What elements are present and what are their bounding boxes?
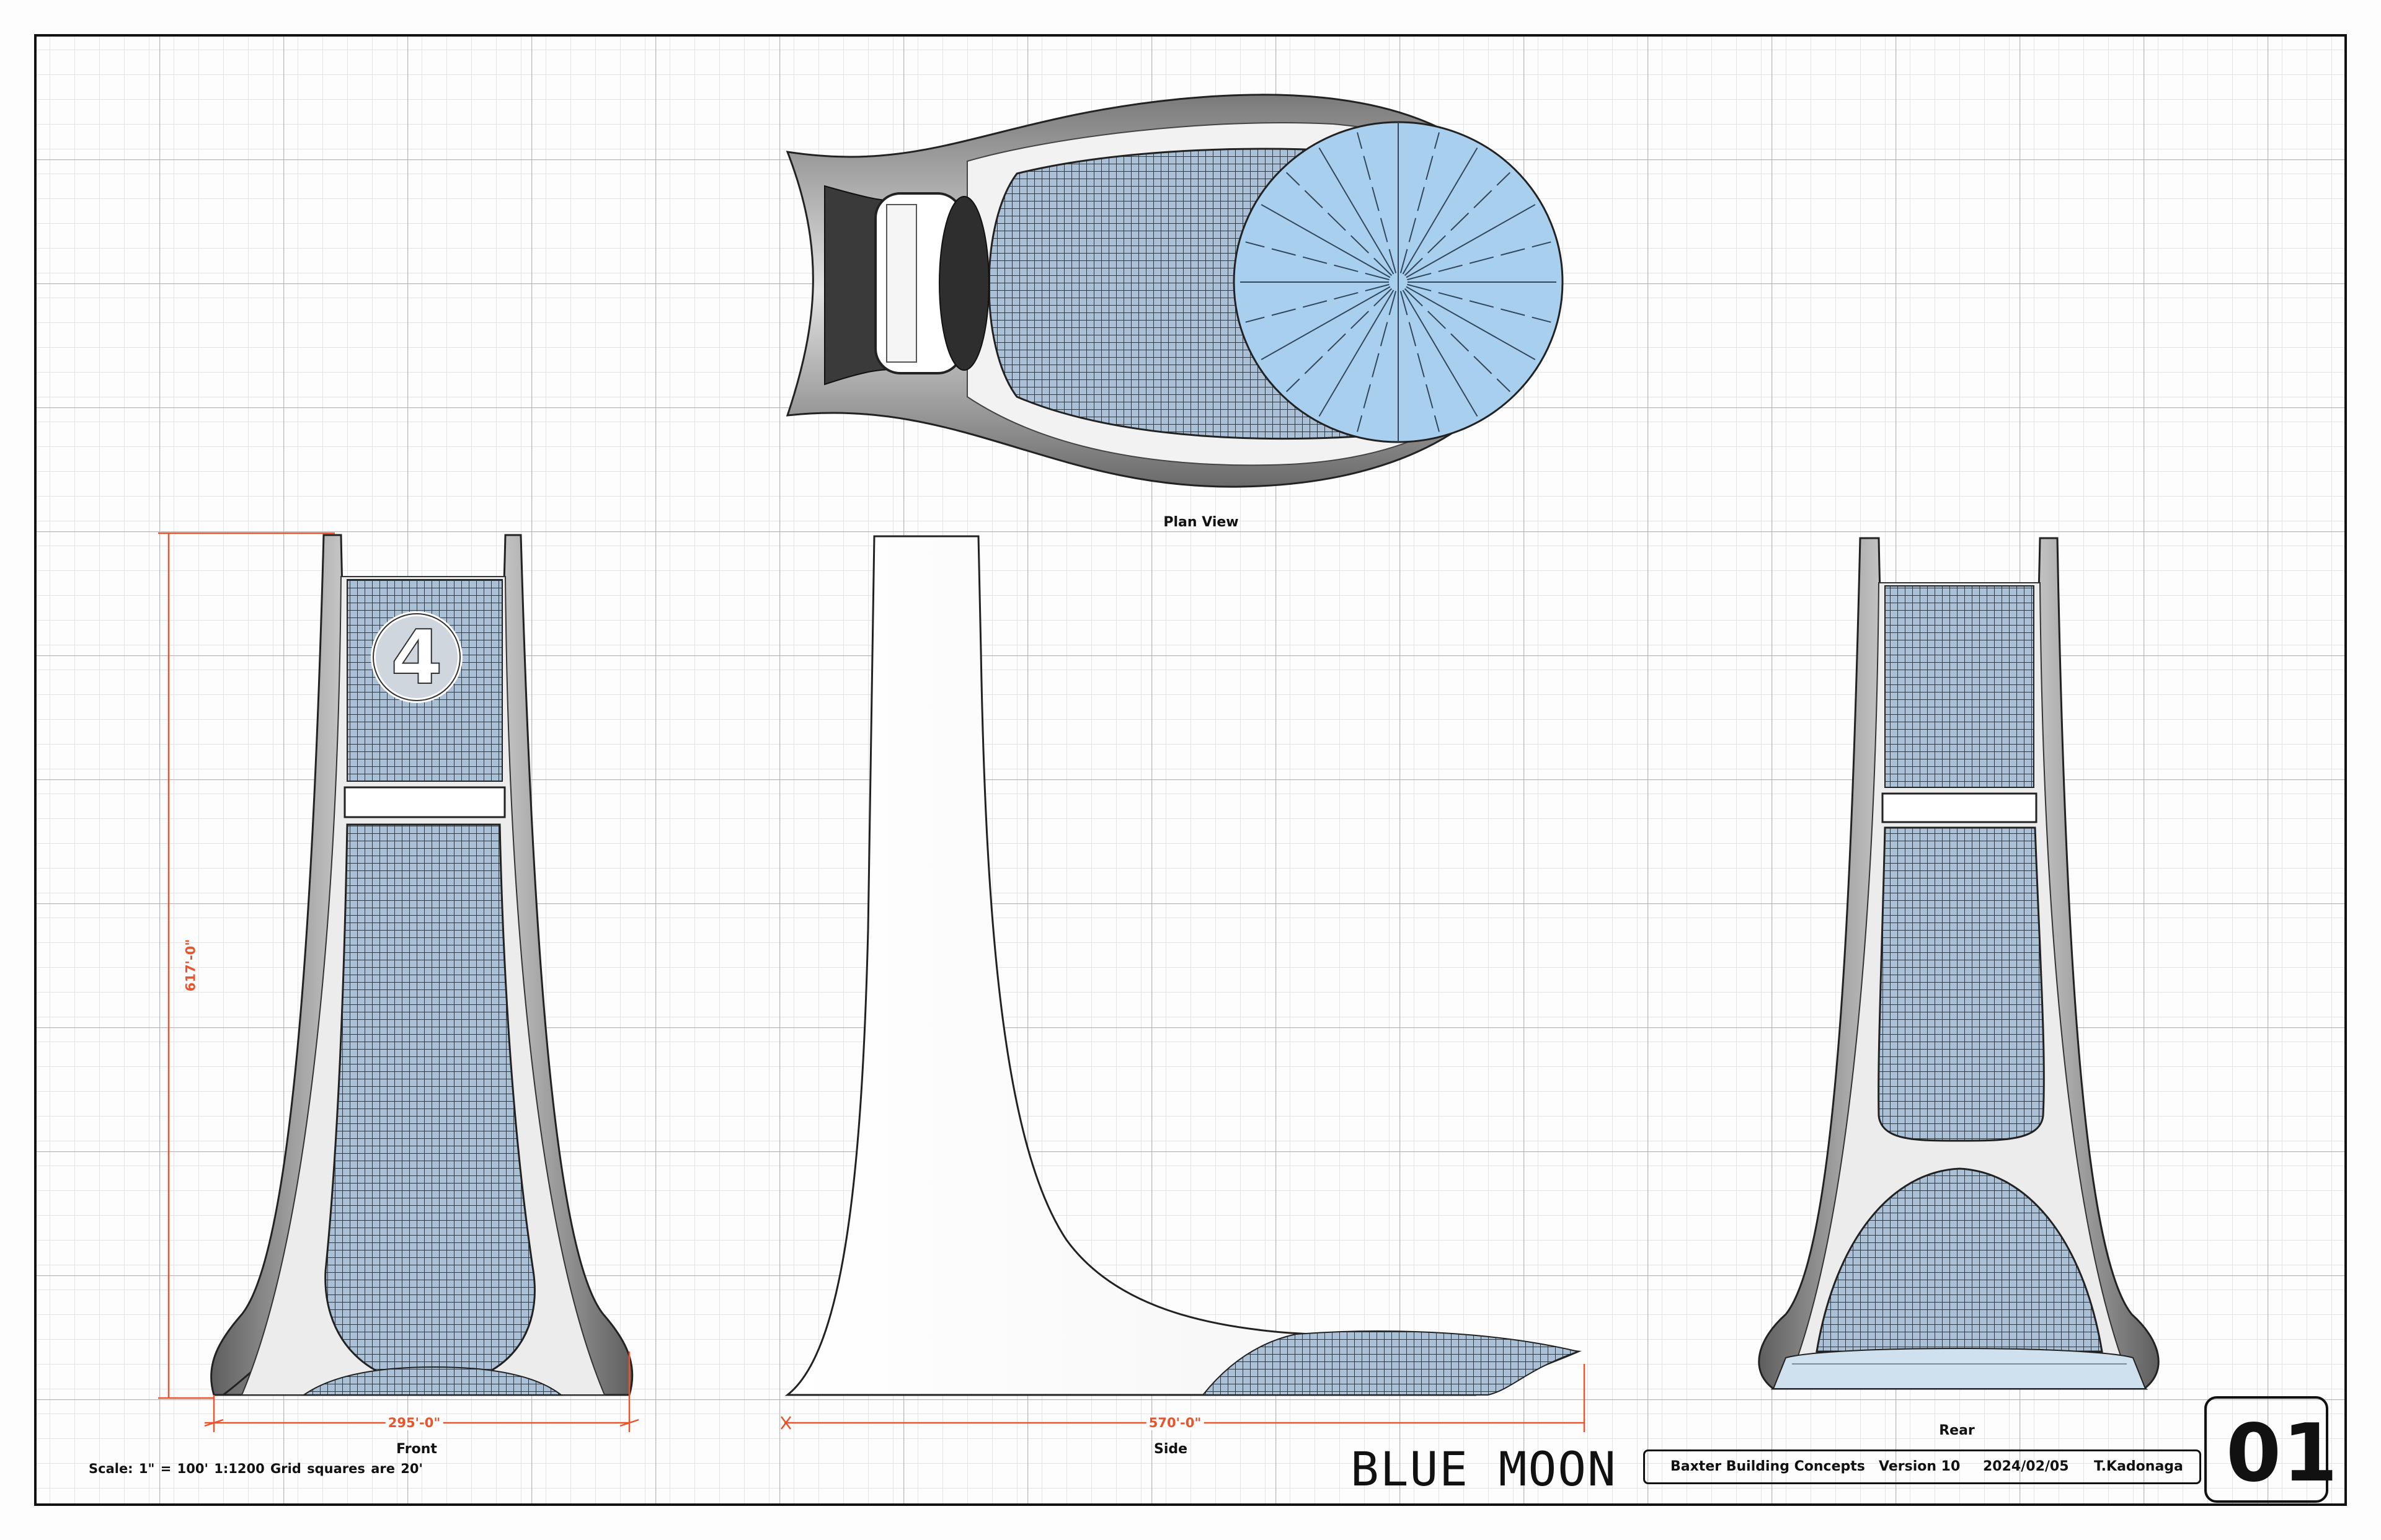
dome-rib bbox=[1357, 291, 1397, 432]
dome-rib bbox=[1407, 283, 1551, 323]
project-name: BLUE MOON bbox=[1350, 1441, 1617, 1497]
dome-rib bbox=[1261, 204, 1391, 278]
title-block-project: Baxter Building Concepts bbox=[1670, 1459, 1865, 1474]
front-view-label: Front bbox=[396, 1441, 437, 1457]
front-width-dimension: 295'-0" bbox=[385, 1415, 443, 1430]
rear-base-dome bbox=[1816, 1167, 2103, 1353]
title-block-version: Version 10 bbox=[1879, 1459, 1961, 1474]
dome-ribs bbox=[1240, 127, 1556, 437]
dome-rib bbox=[1399, 291, 1440, 432]
scale-note: Scale: 1" = 100' 1:1200 Grid squares are… bbox=[89, 1461, 423, 1476]
title-block bbox=[1643, 1449, 2201, 1484]
dome-rib bbox=[1404, 288, 1511, 392]
dome-rib bbox=[1402, 147, 1478, 275]
dome-rib bbox=[1245, 241, 1390, 281]
dome-rib bbox=[1357, 132, 1397, 273]
dome-rib bbox=[1318, 290, 1394, 417]
dome-rib bbox=[1245, 283, 1390, 323]
fantastic-four-emblem: 4 bbox=[371, 611, 463, 703]
dome-rib bbox=[1318, 147, 1394, 275]
side-elevation-drawing bbox=[784, 535, 1582, 1396]
dome-rib bbox=[1399, 132, 1440, 273]
title-block-author: T.Kadonaga bbox=[2094, 1459, 2183, 1474]
rear-view-label: Rear bbox=[1939, 1423, 1975, 1438]
rear-sky-band bbox=[1881, 792, 2037, 823]
dome-rib bbox=[1285, 172, 1393, 277]
side-glass-dome bbox=[1201, 1330, 1581, 1396]
dome-rib bbox=[1407, 241, 1551, 281]
sheet-number-box bbox=[2204, 1396, 2328, 1503]
rear-elevation-drawing bbox=[1758, 537, 2160, 1390]
plan-view-drawing bbox=[786, 94, 1564, 488]
title-block-date: 2024/02/05 bbox=[1983, 1459, 2069, 1474]
side-view-label: Side bbox=[1153, 1441, 1188, 1457]
plan-view-label: Plan View bbox=[1163, 515, 1239, 530]
front-height-dimension: 617'-0" bbox=[183, 939, 198, 992]
front-sky-band bbox=[344, 786, 506, 818]
sheet-number: 01 bbox=[2226, 1407, 2339, 1500]
sheet-border bbox=[34, 34, 2347, 1506]
dome-rib bbox=[1404, 172, 1511, 277]
dome-rib bbox=[1285, 288, 1393, 392]
dome-rib bbox=[1406, 204, 1536, 278]
front-elevation-drawing: 4 bbox=[210, 534, 634, 1396]
dome-rib bbox=[1406, 286, 1536, 360]
dome-rib bbox=[1402, 290, 1478, 417]
side-width-dimension: 570'-0" bbox=[1146, 1415, 1204, 1430]
svg-text:4: 4 bbox=[391, 615, 443, 701]
rear-upper-curtain-wall bbox=[1884, 585, 2034, 788]
dome-rib bbox=[1261, 286, 1391, 360]
